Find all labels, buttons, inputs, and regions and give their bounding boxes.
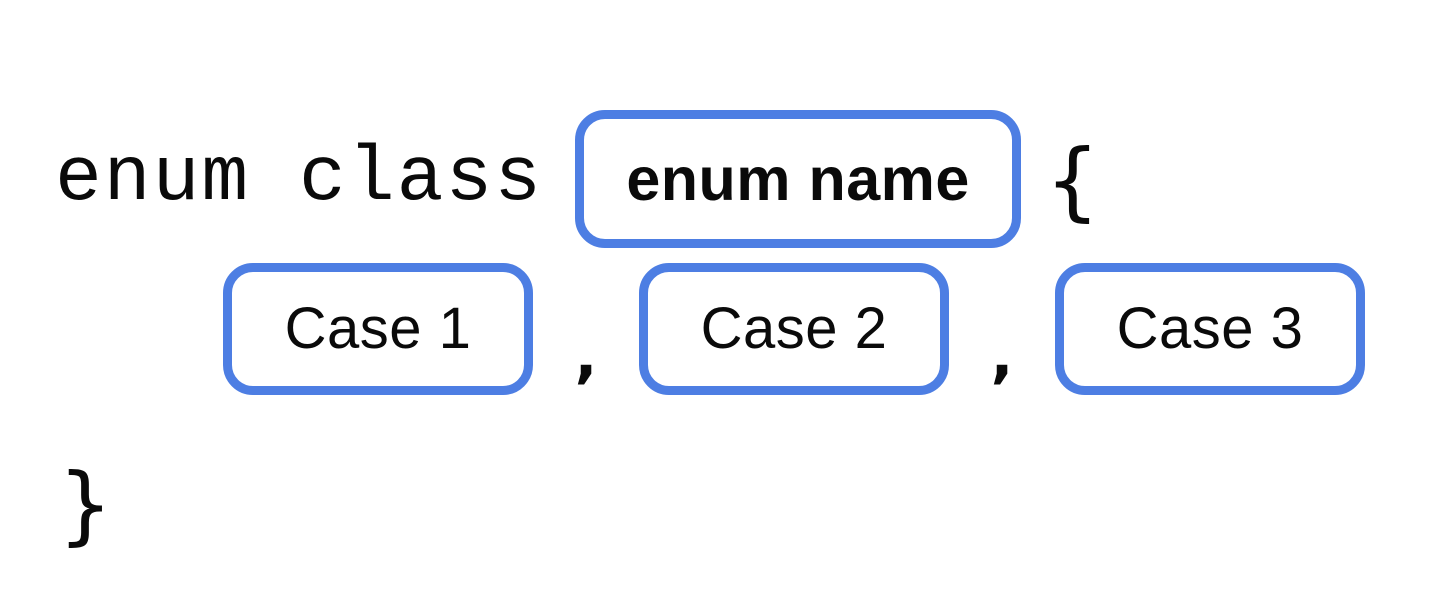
- case-label-1: Case 1: [284, 296, 472, 361]
- comma-separator-2: ,: [990, 321, 1014, 391]
- close-brace: }: [58, 455, 113, 555]
- case-label-2: Case 2: [700, 296, 888, 361]
- enum-name-label: enum name: [626, 144, 970, 213]
- closing-brace-row: }: [58, 462, 113, 548]
- enum-cases-row: Case 1 , Case 2 , Case 3: [223, 263, 1365, 395]
- case-label-3: Case 3: [1116, 296, 1304, 361]
- case-box-2: Case 2: [639, 263, 949, 395]
- case-box-3: Case 3: [1055, 263, 1365, 395]
- comma-separator-1: ,: [574, 321, 598, 391]
- enum-class-keyword: enum class: [55, 135, 544, 223]
- enum-name-box: enum name: [575, 110, 1022, 248]
- case-box-1: Case 1: [223, 263, 533, 395]
- enum-declaration-row: enum class enum name {: [55, 110, 1100, 248]
- open-brace: {: [1045, 131, 1100, 231]
